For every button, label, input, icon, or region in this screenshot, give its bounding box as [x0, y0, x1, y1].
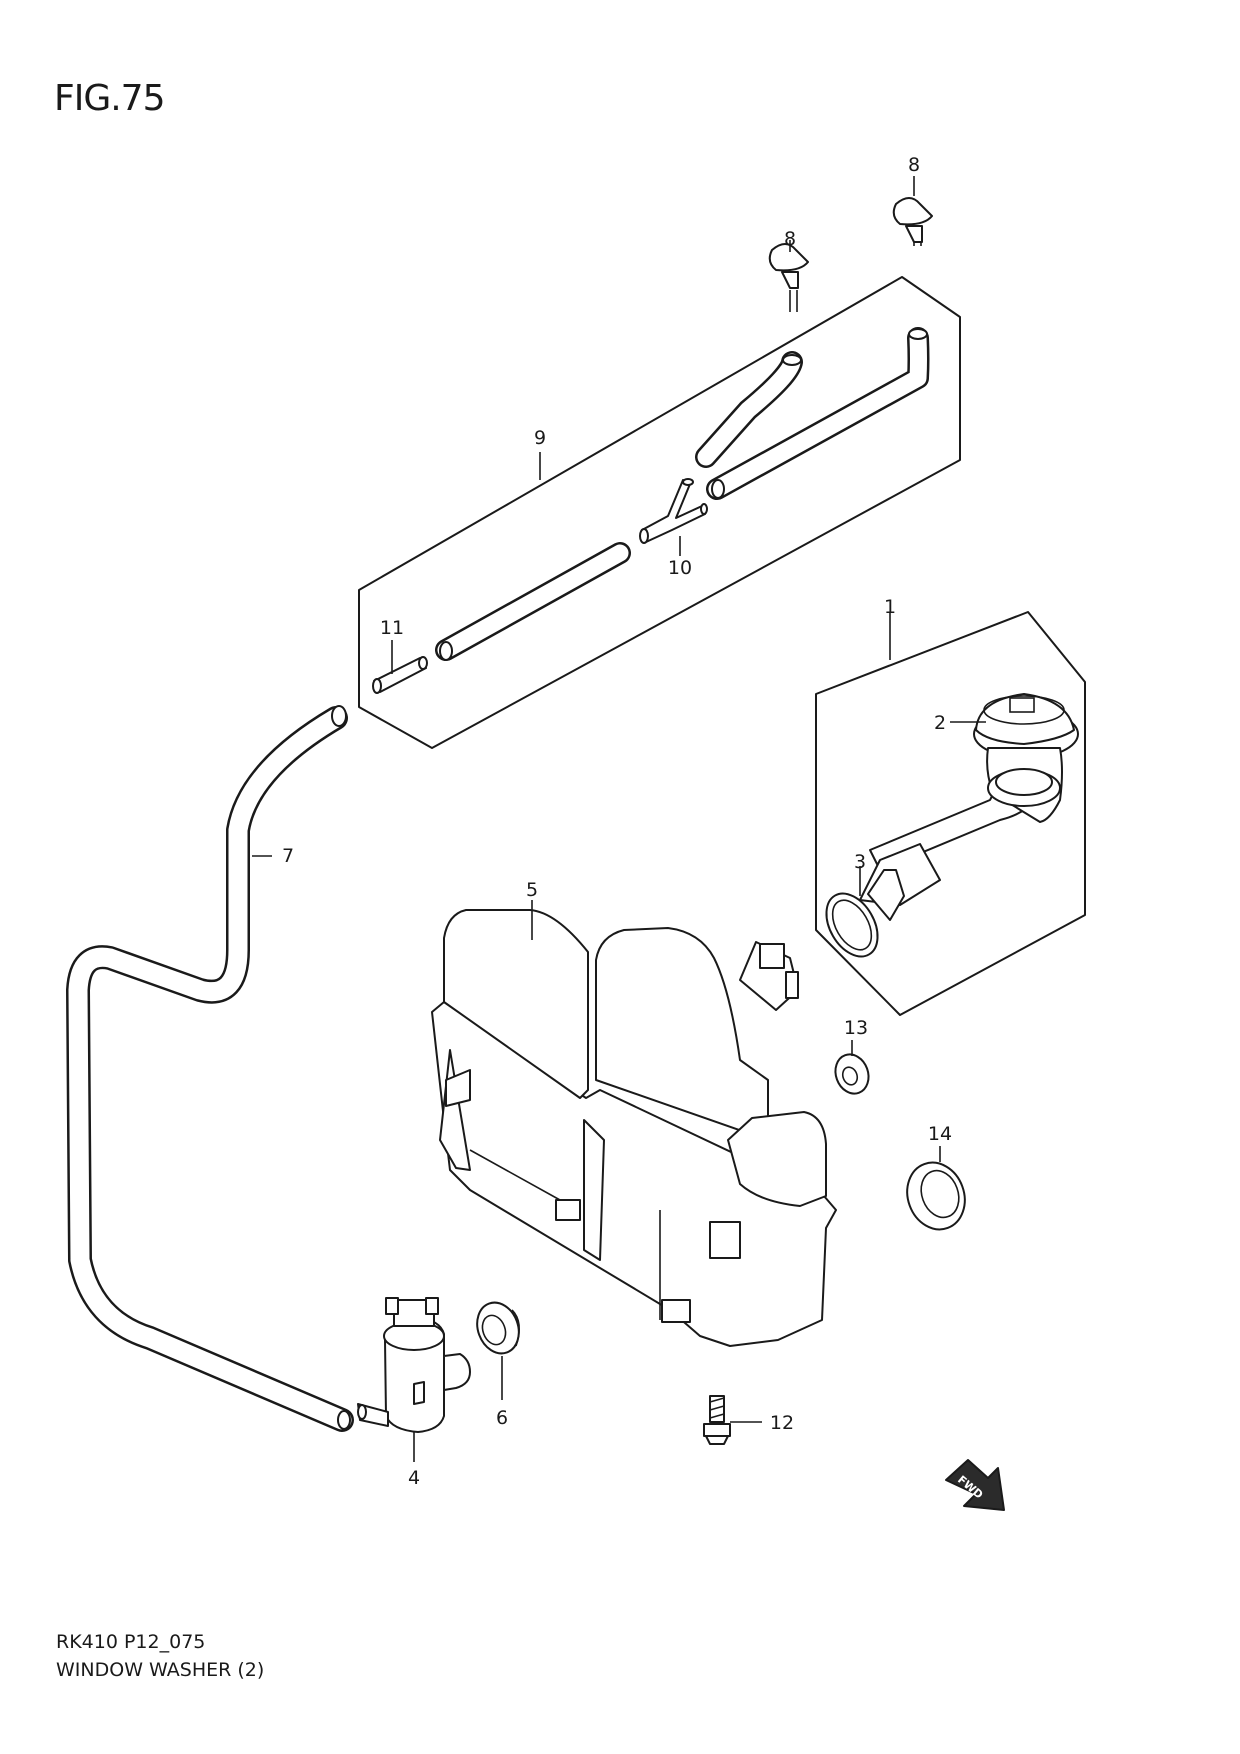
washer-tank [431, 909, 837, 1347]
callout-6: 6 [496, 1407, 508, 1429]
callout-10: 10 [668, 557, 692, 579]
hose-short-left [695, 351, 803, 468]
callout-11: 11 [380, 617, 404, 639]
callout-1: 1 [884, 596, 896, 618]
callout-8-left: 8 [784, 228, 796, 250]
washer-nozzle-right [892, 197, 933, 246]
callout-4: 4 [408, 1467, 420, 1489]
diagram-code: RK410 P12_075 [56, 1631, 206, 1653]
washer-pump [357, 1297, 471, 1433]
leader-lines [252, 176, 986, 1462]
hose-assembly-box [358, 276, 961, 749]
diagram-caption: WINDOW WASHER (2) [56, 1659, 265, 1681]
callout-13: 13 [844, 1017, 868, 1039]
callout-7: 7 [282, 845, 294, 867]
callout-12: 12 [770, 1412, 794, 1434]
inlet-pipe [859, 747, 1063, 921]
nut [834, 1053, 870, 1095]
inlet-assembly-box [815, 611, 1086, 1016]
hose-long-right [706, 327, 930, 500]
y-joint [639, 478, 708, 544]
callout-numbers: 9 10 11 8 8 1 2 3 5 7 13 14 4 6 12 [282, 154, 952, 1489]
washer-nozzle-left [768, 243, 809, 312]
bolt [703, 1395, 731, 1445]
hose-straight [435, 542, 631, 661]
pump-grommet [476, 1301, 520, 1355]
tank-grommet [906, 1161, 966, 1231]
callout-5: 5 [526, 879, 538, 901]
filler-cap [973, 693, 1079, 759]
callout-3: 3 [854, 851, 866, 873]
inlet-seal [825, 892, 879, 958]
fwd-arrow-icon: FWD [945, 1459, 1005, 1511]
callout-14: 14 [928, 1123, 952, 1145]
callout-9: 9 [534, 427, 546, 449]
figure-title: FIG.75 [54, 78, 165, 119]
long-washer-hose [66, 705, 354, 1432]
hose-connector [372, 656, 428, 694]
callout-8-right: 8 [908, 154, 920, 176]
callout-2: 2 [934, 712, 946, 734]
